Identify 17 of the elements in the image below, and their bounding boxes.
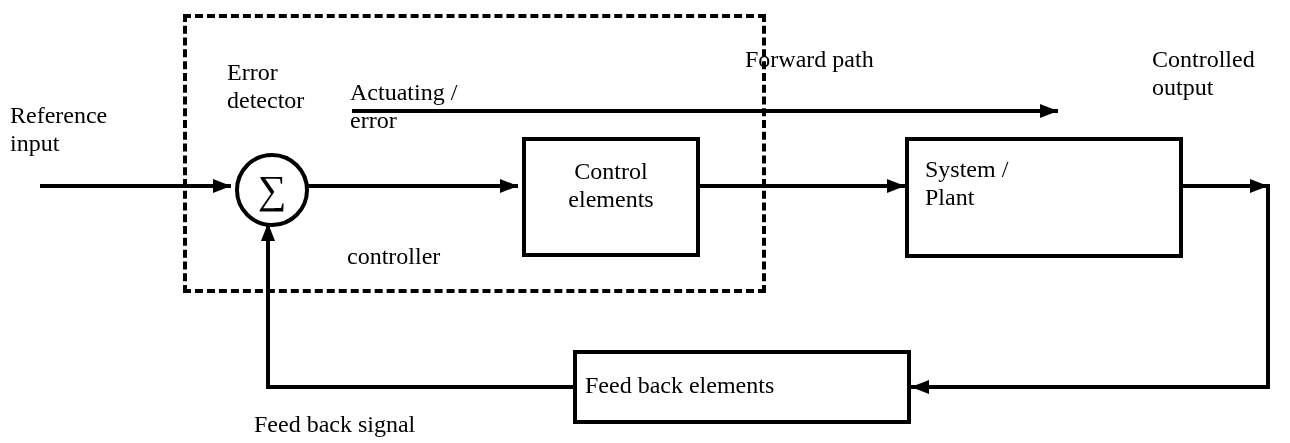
text-label: Actuating / error xyxy=(350,78,459,134)
node-label: Feed back elements xyxy=(585,371,776,399)
arrow xyxy=(911,184,1270,394)
process-box xyxy=(573,350,911,424)
node-caption: Error detector xyxy=(227,58,306,114)
sigma-symbol: ∑ xyxy=(256,170,288,210)
process-box xyxy=(905,137,1183,258)
process-box xyxy=(522,137,700,257)
text-label: Reference input xyxy=(10,101,109,157)
node-label: Control elements xyxy=(567,157,655,213)
text-label: Controlled output xyxy=(1152,45,1256,101)
text-label: Feed back signal xyxy=(254,410,417,438)
text-label: Forward path xyxy=(745,45,875,73)
node-label: controller xyxy=(347,242,442,270)
node-label: System / Plant xyxy=(925,155,1010,211)
summing-junction xyxy=(235,153,309,227)
arrow xyxy=(40,179,231,193)
